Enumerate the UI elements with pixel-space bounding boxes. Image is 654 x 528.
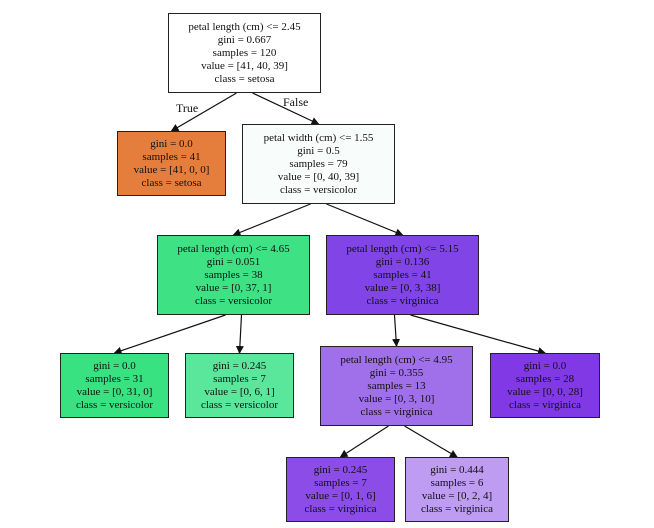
node-samples: samples = 120 (212, 46, 277, 59)
node-value: value = [0, 3, 10] (358, 392, 435, 405)
node-value: value = [0, 31, 0] (76, 385, 153, 398)
node-gini: gini = 0.667 (217, 33, 272, 46)
node-value: value = [0, 1, 6] (305, 489, 376, 502)
node-samples: samples = 7 (314, 476, 367, 489)
node-gini: gini = 0.136 (375, 255, 430, 268)
node-split-rule: petal length (cm) <= 2.45 (188, 20, 301, 33)
tree-edge-3-6 (235, 314, 244, 354)
tree-node-leaf-setosa: gini = 0.0 samples = 41 value = [41, 0, … (117, 131, 226, 196)
tree-node-leaf-versicolor-31: gini = 0.0 samples = 31 value = [0, 31, … (60, 353, 169, 418)
node-samples: samples = 41 (142, 150, 201, 163)
node-gini: gini = 0.355 (369, 366, 424, 379)
node-value: value = [0, 3, 38] (364, 281, 441, 294)
tree-node-petal-length-465-split: petal length (cm) <= 4.65 gini = 0.051 s… (157, 235, 310, 315)
node-class: class = versicolor (75, 398, 154, 411)
node-gini: gini = 0.245 (212, 359, 267, 372)
edge-label-true: True (176, 101, 199, 115)
node-class: class = virginica (509, 398, 581, 411)
tree-node-leaf-virginica-28: gini = 0.0 samples = 28 value = [0, 0, 2… (490, 353, 600, 418)
tree-edge-3-5 (113, 314, 226, 355)
tree-node-leaf-virginica-7: gini = 0.245 samples = 7 value = [0, 1, … (286, 457, 395, 522)
node-value: value = [41, 0, 0] (133, 163, 210, 176)
node-gini: gini = 0.245 (313, 463, 368, 476)
tree-edge-7-9 (339, 425, 389, 458)
node-samples: samples = 7 (213, 372, 266, 385)
node-class: class = versicolor (279, 183, 358, 196)
node-split-rule: petal length (cm) <= 4.65 (177, 242, 290, 255)
node-class: class = versicolor (200, 398, 279, 411)
node-class: class = setosa (214, 72, 275, 85)
node-class: class = setosa (141, 176, 202, 189)
node-split-rule: petal length (cm) <= 4.95 (340, 353, 453, 366)
node-value: value = [0, 2, 4] (421, 489, 493, 502)
tree-node-leaf-virginica-6: gini = 0.444 samples = 6 value = [0, 2, … (405, 457, 509, 522)
node-split-rule: petal width (cm) <= 1.55 (263, 131, 374, 144)
tree-node-petal-length-515-split: petal length (cm) <= 5.15 gini = 0.136 s… (326, 235, 479, 315)
node-class: class = virginica (366, 294, 439, 307)
tree-node-petal-width-split: petal width (cm) <= 1.55 gini = 0.5 samp… (242, 124, 395, 204)
tree-edge-2-4 (326, 203, 404, 237)
tree-edge-0-2 (252, 92, 320, 125)
node-value: value = [0, 0, 28] (507, 385, 583, 398)
node-samples: samples = 79 (289, 157, 348, 170)
node-samples: samples = 41 (373, 268, 432, 281)
node-value: value = [0, 40, 39] (277, 170, 360, 183)
tree-edge-4-8 (410, 314, 546, 355)
tree-edge-2-3 (232, 203, 311, 237)
tree-edge-7-10 (404, 425, 458, 458)
node-samples: samples = 31 (85, 372, 144, 385)
node-value: value = [0, 6, 1] (204, 385, 275, 398)
node-split-rule: petal length (cm) <= 5.15 (346, 242, 459, 255)
edge-label-false: False (283, 95, 309, 109)
node-class: class = virginica (304, 502, 377, 515)
node-gini: gini = 0.0 (523, 359, 567, 372)
node-gini: gini = 0.0 (93, 359, 136, 372)
node-samples: samples = 6 (430, 476, 484, 489)
node-gini: gini = 0.444 (430, 463, 484, 476)
tree-node-root: petal length (cm) <= 2.45 gini = 0.667 s… (168, 13, 321, 93)
tree-edge-0-1 (170, 92, 237, 132)
node-class: class = versicolor (194, 294, 273, 307)
node-samples: samples = 13 (367, 379, 426, 392)
node-value: value = [41, 40, 39] (201, 59, 288, 72)
node-samples: samples = 28 (515, 372, 575, 385)
tree-edge-4-7 (392, 314, 401, 347)
node-samples: samples = 38 (204, 268, 263, 281)
tree-node-leaf-versicolor-7: gini = 0.245 samples = 7 value = [0, 6, … (185, 353, 294, 418)
node-class: class = virginica (421, 502, 493, 515)
node-gini: gini = 0.5 (297, 144, 340, 157)
node-value: value = [0, 37, 1] (195, 281, 272, 294)
node-gini: gini = 0.0 (150, 137, 193, 150)
node-class: class = virginica (360, 405, 433, 418)
node-gini: gini = 0.051 (206, 255, 261, 268)
tree-node-petal-length-495-split: petal length (cm) <= 4.95 gini = 0.355 s… (320, 346, 473, 426)
